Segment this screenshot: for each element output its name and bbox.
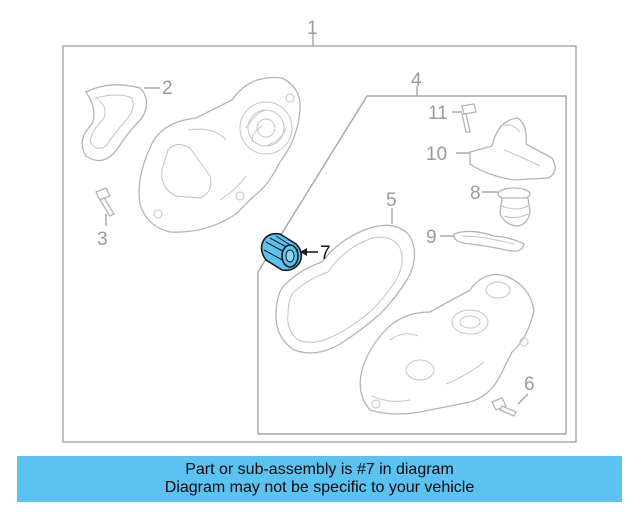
callout-2: 2 [162,78,173,99]
callout-10: 10 [426,144,447,165]
parts-diagram: 1 2 3 4 5 6 7 8 9 10 11 [62,18,577,443]
callout-7: 7 [320,243,331,264]
callout-8: 8 [470,183,481,204]
part-3-bolt [95,187,115,217]
callout-6: 6 [524,374,535,395]
part-9-seal [453,230,525,252]
part-6-bolt [491,397,517,417]
banner-line-disclaimer: Diagram may not be specific to your vehi… [164,479,475,496]
part-10-housing [469,117,556,181]
callout-1: 1 [307,18,318,39]
outlet-housing [359,273,535,415]
callout-4: 4 [411,70,422,91]
part-2-gasket [81,84,148,162]
callout-3: 3 [97,229,108,250]
part-7-highlighted [260,232,303,272]
water-pump-housing [138,76,301,233]
callout-11: 11 [428,103,448,124]
callout-5: 5 [386,190,397,211]
callout-9: 9 [426,227,437,248]
part-11-bolt [461,103,477,133]
banner-line-part: Part or sub-assembly is #7 in diagram [185,461,454,478]
part-5-gasket [275,224,416,354]
part-8-thermostat [497,187,531,227]
info-banner: Part or sub-assembly is #7 in diagram Di… [17,456,622,502]
assembly-frame [62,45,577,443]
